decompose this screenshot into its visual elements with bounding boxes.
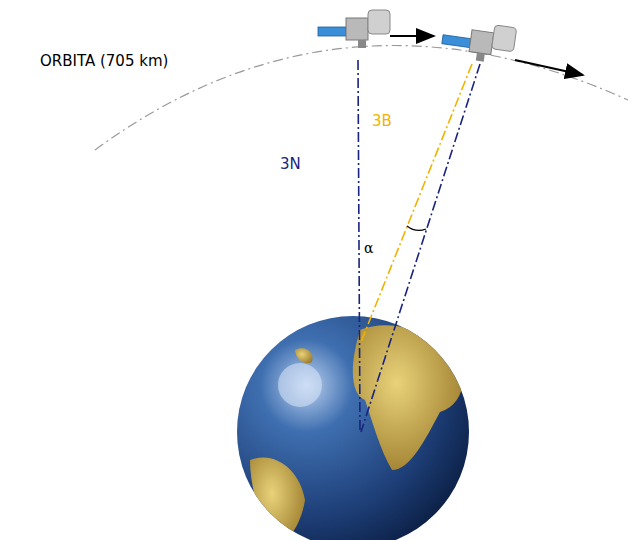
earth [237,316,470,540]
orbit-label: ORBITA (705 km) [40,52,168,70]
angle-label: α [364,240,373,256]
satellite [440,18,517,66]
view-label: 3N [280,155,301,173]
nadir-line [361,64,480,432]
satellite [318,10,434,48]
angle-arc [407,226,426,230]
view-label: 3B [372,112,392,130]
velocity-arrow [515,60,583,75]
orbit-path [95,45,628,150]
nadir-line [358,60,360,432]
backward-view-line [361,64,472,342]
